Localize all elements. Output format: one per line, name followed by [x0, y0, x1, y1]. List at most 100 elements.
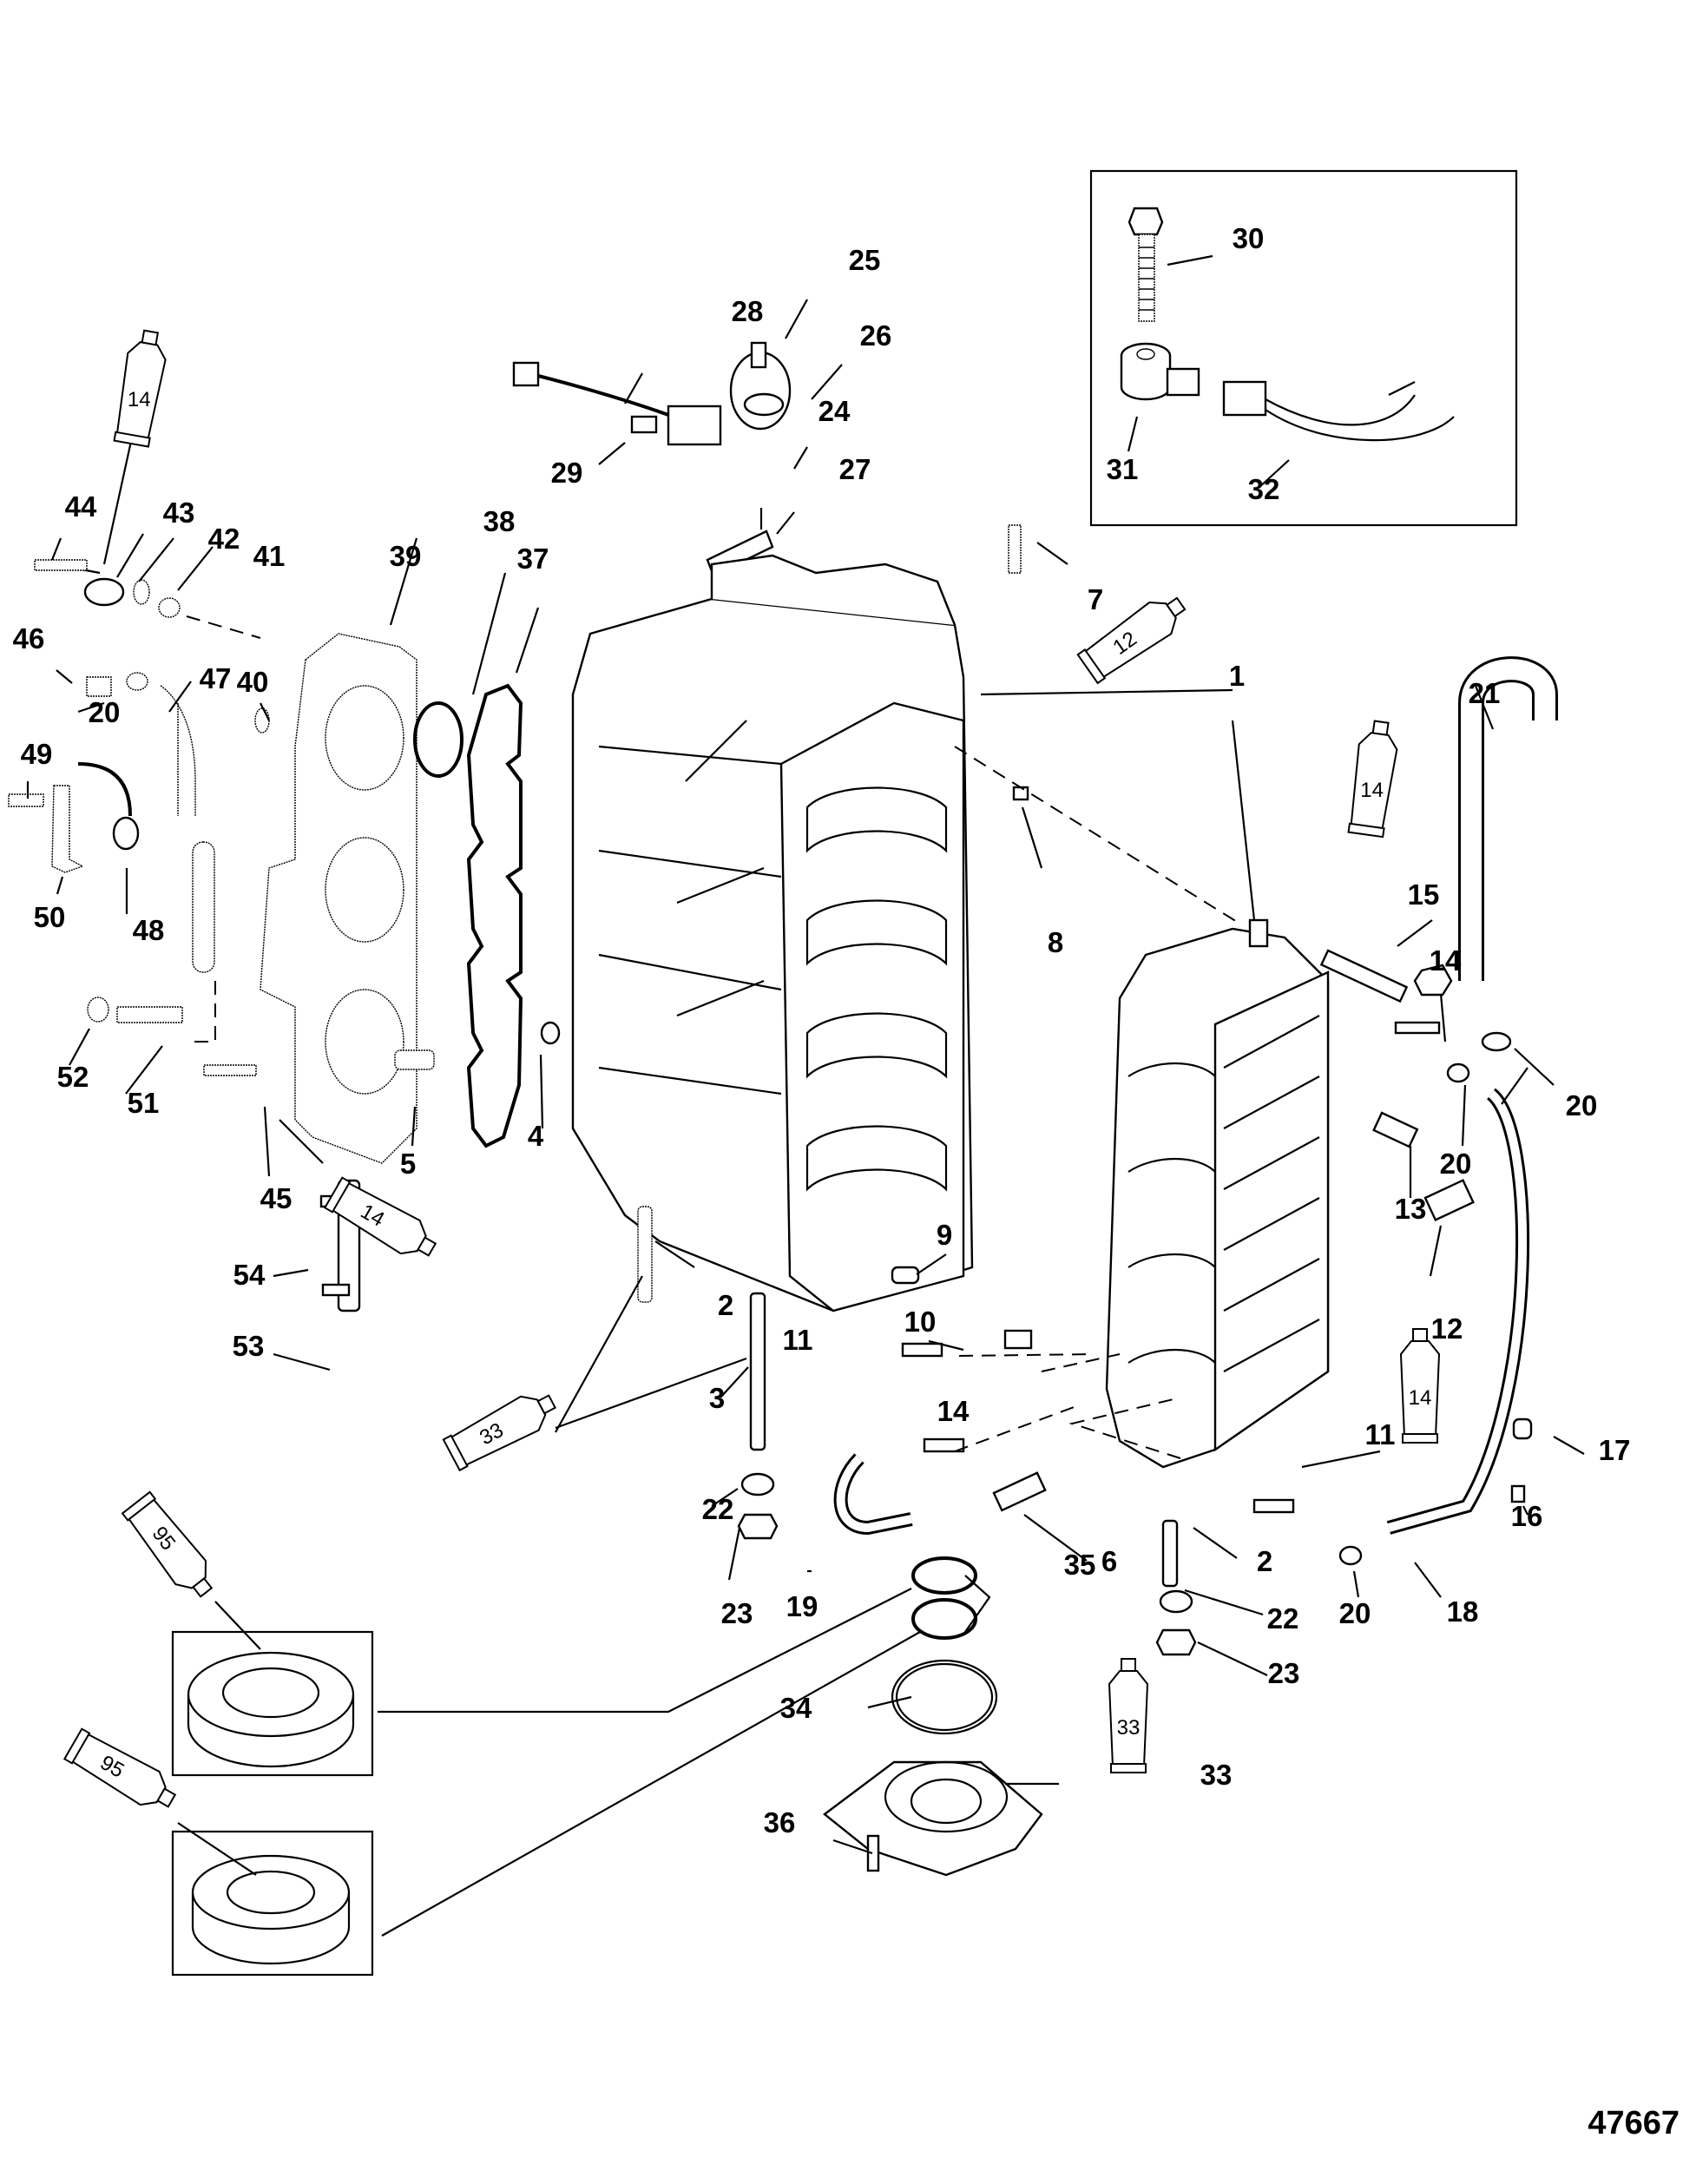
callout-c20d: 20 [1339, 1597, 1371, 1629]
bolt-30-drawing [1127, 207, 1164, 322]
callout-c6: 6 [1101, 1545, 1117, 1577]
callout-c53: 53 [233, 1330, 265, 1362]
tube-label: 14 [1409, 1386, 1432, 1410]
tube-label: 14 [1360, 779, 1384, 802]
knock-sensor-inset [1089, 169, 1518, 527]
callout-c22b: 22 [1267, 1602, 1299, 1635]
callout-c52: 52 [57, 1061, 89, 1093]
callout-c38: 38 [483, 505, 516, 537]
tube-crimp [121, 1490, 157, 1522]
tube-nozzle [1121, 1658, 1136, 1672]
callout-c2a: 2 [718, 1289, 733, 1321]
callout-c37: 37 [517, 543, 549, 575]
sealant-tube-t2: 12 [1076, 596, 1187, 685]
figure-number: 47667 [1588, 2105, 1680, 2141]
callout-c40: 40 [237, 666, 269, 698]
seal-assembly-drawing [378, 1556, 1059, 1937]
head-side-parts-drawing [8, 424, 435, 1372]
callout-c3: 3 [709, 1382, 725, 1414]
right-hardware-drawing [833, 656, 1585, 1598]
leader-line [214, 1601, 261, 1650]
callout-c26: 26 [860, 319, 892, 352]
leader-line [177, 1822, 257, 1876]
callout-c42: 42 [208, 523, 240, 555]
tube-label: 14 [128, 388, 151, 411]
tube-nozzle [1166, 596, 1187, 618]
callout-c13: 13 [1395, 1193, 1427, 1225]
callout-c17: 17 [1599, 1434, 1631, 1466]
callout-c7: 7 [1088, 583, 1103, 615]
callout-c11b: 11 [1365, 1418, 1396, 1451]
sealant-tube-t9: 95 [62, 1727, 177, 1808]
leader-line [555, 1275, 643, 1433]
callout-c48: 48 [133, 914, 165, 946]
callout-c5: 5 [400, 1148, 416, 1180]
tube-crimp [113, 431, 151, 448]
tube-crimp [1076, 648, 1107, 685]
sealant-tube-t6: 14 [1399, 1328, 1441, 1444]
cylinder-head-drawing [260, 537, 540, 1164]
callout-c18: 18 [1447, 1595, 1479, 1628]
callout-c23a: 23 [721, 1597, 753, 1629]
callout-c34: 34 [780, 1692, 812, 1724]
harness-32-drawing [1222, 380, 1455, 442]
tube-nozzle [192, 1577, 214, 1598]
callout-c21: 21 [1469, 677, 1501, 709]
callout-c41: 41 [253, 540, 286, 572]
callout-c24: 24 [818, 395, 851, 427]
sensor-assembly-drawing [512, 299, 843, 577]
callout-labels: 1223456789101111121314141516171819202020… [13, 222, 1631, 1839]
callout-c50: 50 [34, 901, 66, 933]
callout-c8: 8 [1048, 926, 1063, 958]
callout-c28: 28 [732, 295, 764, 327]
callout-c29: 29 [551, 457, 583, 489]
tube-crimp [1402, 1433, 1438, 1444]
tube-crimp [323, 1176, 352, 1214]
callout-c25: 25 [849, 244, 881, 276]
callout-c4: 4 [528, 1120, 544, 1152]
callout-c12: 12 [1431, 1312, 1463, 1345]
callout-c39: 39 [390, 540, 422, 572]
callout-c47: 47 [200, 662, 232, 694]
callout-c32: 32 [1248, 473, 1280, 505]
callout-c10: 10 [904, 1306, 937, 1338]
tube-nozzle [1412, 1328, 1428, 1342]
sealant-tube-t7: 33 [1108, 1658, 1149, 1773]
tube-nozzle [1371, 720, 1390, 736]
callout-c1: 1 [1229, 660, 1245, 692]
tube-crimp [1347, 822, 1385, 839]
leader-line [555, 1357, 747, 1430]
bottom-hardware-drawing [711, 1292, 1268, 1676]
callout-c20c: 20 [1566, 1089, 1598, 1122]
callout-c35: 35 [1064, 1549, 1096, 1581]
callout-c45: 45 [260, 1182, 293, 1214]
callout-c54: 54 [233, 1259, 266, 1291]
callout-c19: 19 [786, 1590, 818, 1622]
tube-crimp [442, 1434, 469, 1472]
callout-c20a: 20 [89, 696, 121, 728]
callout-c30: 30 [1233, 222, 1265, 254]
callout-c51: 51 [128, 1087, 160, 1119]
callout-c23b: 23 [1268, 1657, 1300, 1689]
sealant-tube-t1: 14 [113, 329, 167, 448]
callout-c22a: 22 [702, 1493, 734, 1525]
seal-inset-2 [171, 1830, 374, 1977]
callout-c20b: 20 [1440, 1148, 1472, 1180]
callout-c27: 27 [839, 453, 871, 485]
callout-c14b: 14 [1430, 944, 1462, 977]
callout-c9: 9 [937, 1219, 952, 1251]
callout-c36: 36 [764, 1806, 796, 1839]
sealant-tube-t5: 33 [442, 1394, 557, 1472]
cylinder-block-drawing [539, 524, 1068, 1312]
tube-nozzle [141, 329, 160, 346]
callout-c46: 46 [13, 622, 45, 655]
crankcase-cover-drawing [954, 688, 1330, 1469]
knock-sensor-31-drawing [1120, 342, 1200, 401]
callout-c14a: 14 [937, 1395, 970, 1427]
callout-c43: 43 [163, 497, 195, 529]
callout-c31: 31 [1107, 453, 1139, 485]
callout-c2b: 2 [1257, 1545, 1272, 1577]
sealant-tube-t3: 14 [1347, 720, 1398, 839]
